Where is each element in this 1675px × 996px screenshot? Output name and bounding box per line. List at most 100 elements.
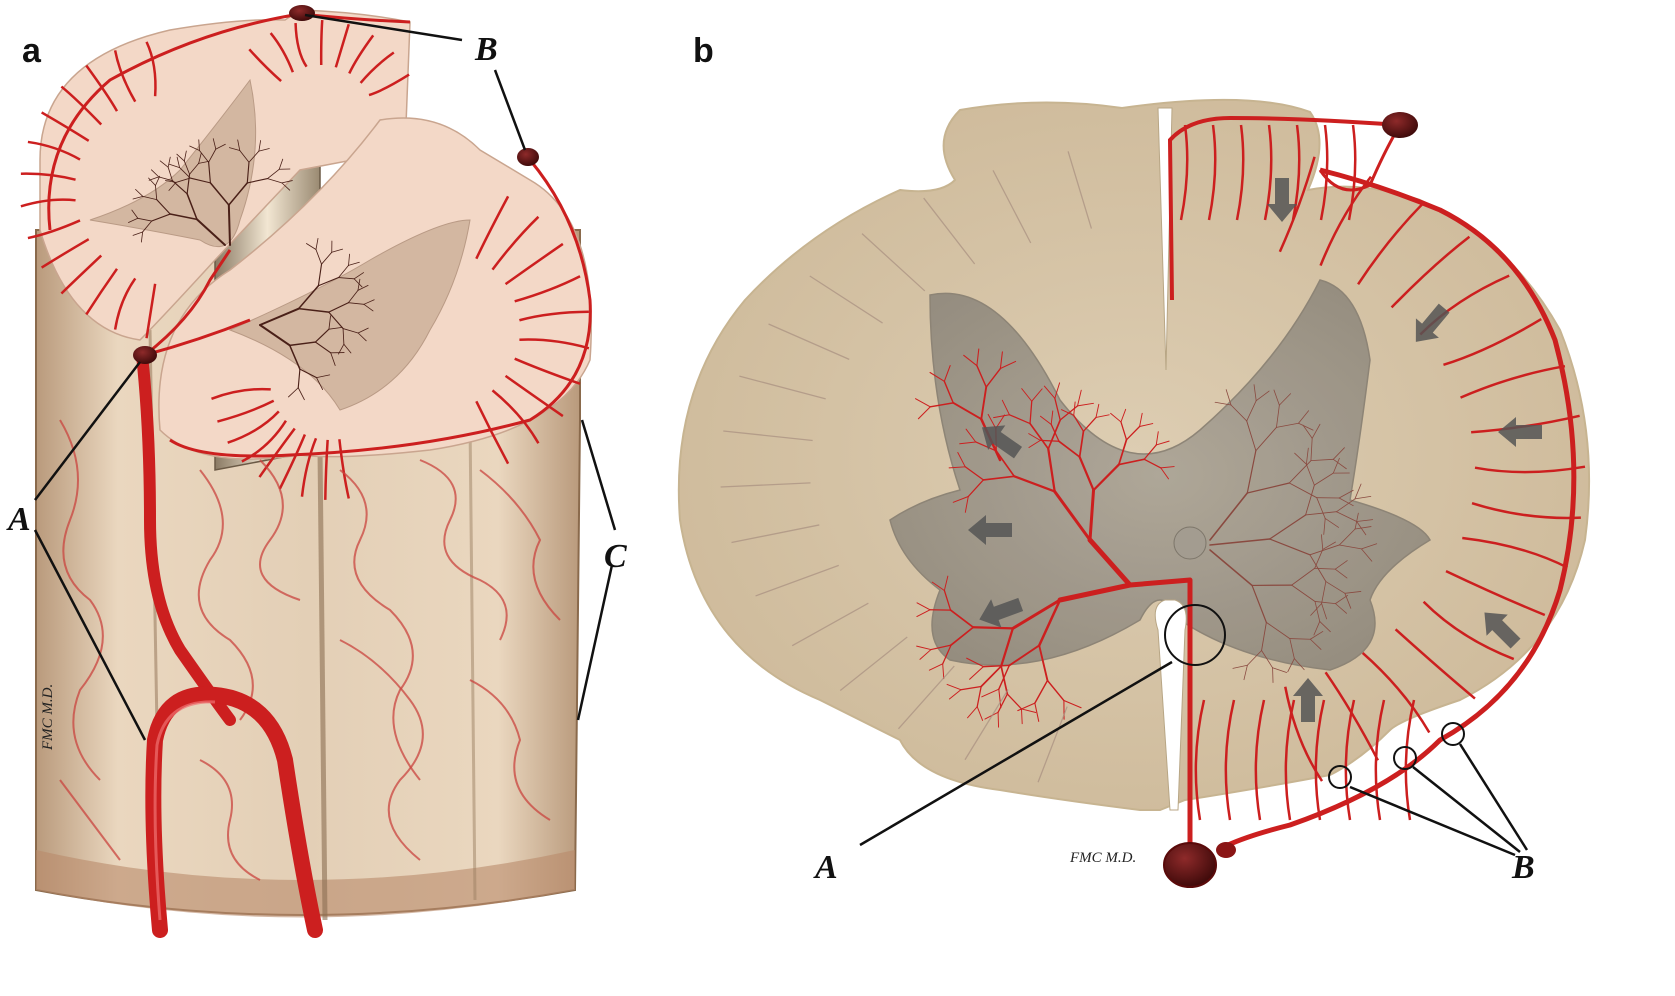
flow-arrow bbox=[981, 425, 1023, 459]
grey-matter-vessel bbox=[169, 213, 198, 221]
grey-matter-vessel bbox=[315, 249, 322, 265]
central-artery-branch bbox=[1001, 399, 1010, 416]
flow-arrow bbox=[968, 515, 1012, 545]
grey-matter-vessel bbox=[183, 150, 187, 162]
grey-matter-vessel bbox=[1344, 592, 1352, 609]
white-matter-vessel bbox=[897, 665, 955, 730]
grey-matter-vessel bbox=[328, 311, 344, 330]
grey-matter-vessel bbox=[317, 276, 340, 287]
central-artery-branch bbox=[916, 602, 931, 611]
perforating-artery bbox=[1445, 569, 1546, 617]
grey-matter-vessel bbox=[1338, 528, 1356, 546]
grey-matter-vessel bbox=[148, 176, 160, 181]
grey-matter-vessel bbox=[1332, 458, 1347, 470]
white-matter-vessel bbox=[739, 375, 826, 400]
grey-matter-vessel bbox=[1361, 548, 1373, 562]
grey-matter-vessel bbox=[1322, 541, 1336, 550]
grey-matter-vessel bbox=[171, 180, 188, 195]
radial-artery bbox=[324, 439, 329, 500]
radial-artery bbox=[113, 50, 137, 103]
grey-matter-vessel bbox=[342, 328, 345, 345]
central-artery-branch bbox=[1047, 419, 1062, 450]
grey-matter-vessel bbox=[140, 231, 144, 243]
radial-artery bbox=[113, 277, 137, 330]
central-artery-branch bbox=[931, 581, 945, 591]
central-artery-branch bbox=[950, 626, 975, 646]
white-matter-vessel bbox=[1067, 151, 1093, 229]
central-artery-branch bbox=[1054, 397, 1061, 421]
radial-artery bbox=[20, 172, 76, 181]
central-artery-branch bbox=[949, 609, 975, 629]
grey-matter-vessel bbox=[1209, 538, 1271, 546]
grey-matter-vessel bbox=[342, 328, 359, 334]
grey-matter-vessel bbox=[1334, 568, 1348, 579]
perforating-artery bbox=[1194, 699, 1206, 821]
central-artery-branch bbox=[916, 645, 932, 651]
radial-artery bbox=[294, 22, 308, 68]
grey-matter-vessel bbox=[363, 303, 374, 312]
grey-matter-vessel bbox=[314, 328, 330, 343]
grey-matter-vessel bbox=[297, 368, 301, 389]
grey-matter-vessel bbox=[198, 153, 202, 164]
perforating-artery bbox=[1207, 124, 1217, 221]
central-artery-branch bbox=[1120, 421, 1128, 441]
grey-matter-vessel bbox=[1321, 603, 1327, 620]
grey-matter-vessel bbox=[1314, 549, 1324, 569]
central-artery-branch bbox=[1073, 414, 1085, 432]
perforating-artery bbox=[1374, 699, 1386, 821]
faint-white-matter-vessels bbox=[720, 151, 1093, 783]
panel-b-leader-lines bbox=[859, 660, 1529, 857]
white-matter-vessel bbox=[964, 689, 1009, 761]
grey-matter-vessel bbox=[1273, 389, 1280, 406]
central-artery-branch bbox=[1118, 438, 1128, 466]
callout-b: B bbox=[1511, 849, 1535, 886]
central-artery-branch bbox=[981, 688, 1000, 698]
pial-vessel bbox=[59, 419, 104, 781]
leader-b-1 bbox=[304, 13, 463, 42]
central-artery-branch bbox=[1021, 708, 1023, 725]
grey-matter-vessel bbox=[316, 374, 331, 379]
radial-artery bbox=[269, 32, 295, 73]
central-artery-branch bbox=[1155, 431, 1159, 446]
grey-matter-vessel bbox=[1261, 621, 1267, 651]
grey-matter-vessel bbox=[1305, 484, 1315, 516]
perforating-artery bbox=[1278, 156, 1316, 253]
central-artery-branch bbox=[1160, 466, 1175, 469]
grey-matter-vessel bbox=[246, 161, 250, 184]
white-matter-vessel bbox=[1037, 706, 1068, 783]
central-artery-branch bbox=[916, 609, 931, 617]
central-artery-branch bbox=[1058, 440, 1081, 458]
white-matter-vessel bbox=[731, 524, 820, 544]
radial-artery bbox=[60, 254, 103, 295]
grey-matter-vessel bbox=[1311, 423, 1321, 439]
radial-artery bbox=[514, 275, 581, 303]
grey-matter-vessel bbox=[1305, 463, 1315, 486]
radial-artery bbox=[85, 64, 119, 112]
grey-matter-vessels-group bbox=[128, 138, 375, 401]
vasocorona-link bbox=[1318, 124, 1402, 192]
central-artery-branch bbox=[967, 479, 984, 498]
leader-c-1 bbox=[580, 419, 617, 531]
grey-matter-vessel bbox=[1356, 519, 1374, 522]
central-artery-branch bbox=[980, 665, 1003, 688]
central-artery-branch bbox=[999, 351, 1003, 370]
central-artery-branch bbox=[1139, 412, 1143, 427]
grey-matter-vessel bbox=[328, 302, 349, 313]
central-artery-branch bbox=[964, 466, 984, 481]
grey-matter-vessel bbox=[288, 344, 301, 370]
grey-matter-vessel bbox=[246, 178, 269, 184]
grey-matter-upper bbox=[89, 78, 257, 248]
grey-matter-vessel bbox=[1246, 400, 1257, 422]
central-artery-branch bbox=[1110, 412, 1122, 423]
radial-artery bbox=[475, 400, 510, 465]
white-matter-vessel bbox=[720, 482, 811, 488]
grey-matter-vessel bbox=[1278, 393, 1292, 406]
central-artery-branch bbox=[1155, 440, 1170, 446]
grey-matter-vessel bbox=[1316, 497, 1326, 519]
perforating-artery bbox=[1224, 699, 1236, 821]
grey-matter-vessel bbox=[1325, 581, 1346, 594]
central-artery-branch bbox=[1034, 679, 1049, 704]
grey-matter-vessel bbox=[1276, 404, 1280, 428]
panel-a-letter: a bbox=[22, 32, 42, 70]
grey-matter-vessel bbox=[1336, 498, 1356, 513]
